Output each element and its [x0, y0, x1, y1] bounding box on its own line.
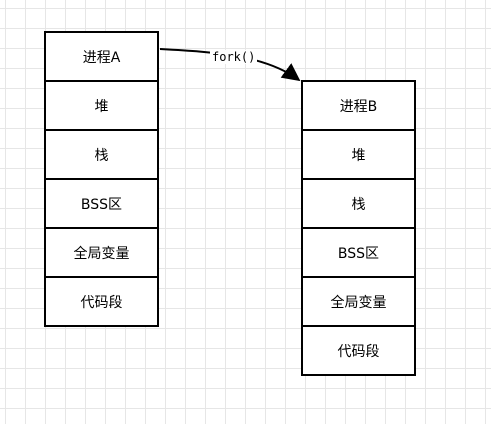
process-a-code: 代码段 — [80, 294, 123, 311]
process-a-heap: 堆 — [46, 82, 157, 131]
process-b-code: 代码段 — [337, 343, 380, 360]
process-b-bss: BSS区 — [303, 229, 414, 278]
process-a-globals: 全局变量 — [46, 229, 157, 278]
process-b-memory: 进程B 堆 栈 BSS区 全局变量 代码段 — [301, 80, 416, 376]
process-a-title: 进程A — [46, 33, 157, 82]
process-b-title: 进程B — [303, 82, 414, 131]
process-a-stack: 栈 — [46, 131, 157, 180]
process-b-heap: 堆 — [303, 131, 414, 180]
process-a-bss: BSS区 — [46, 180, 157, 229]
fork-label: fork() — [210, 50, 258, 64]
process-b-stack: 栈 — [303, 180, 414, 229]
process-a-memory: 进程A 堆 栈 BSS区 全局变量 代码段 — [44, 31, 159, 327]
process-b-globals: 全局变量 — [303, 278, 414, 327]
